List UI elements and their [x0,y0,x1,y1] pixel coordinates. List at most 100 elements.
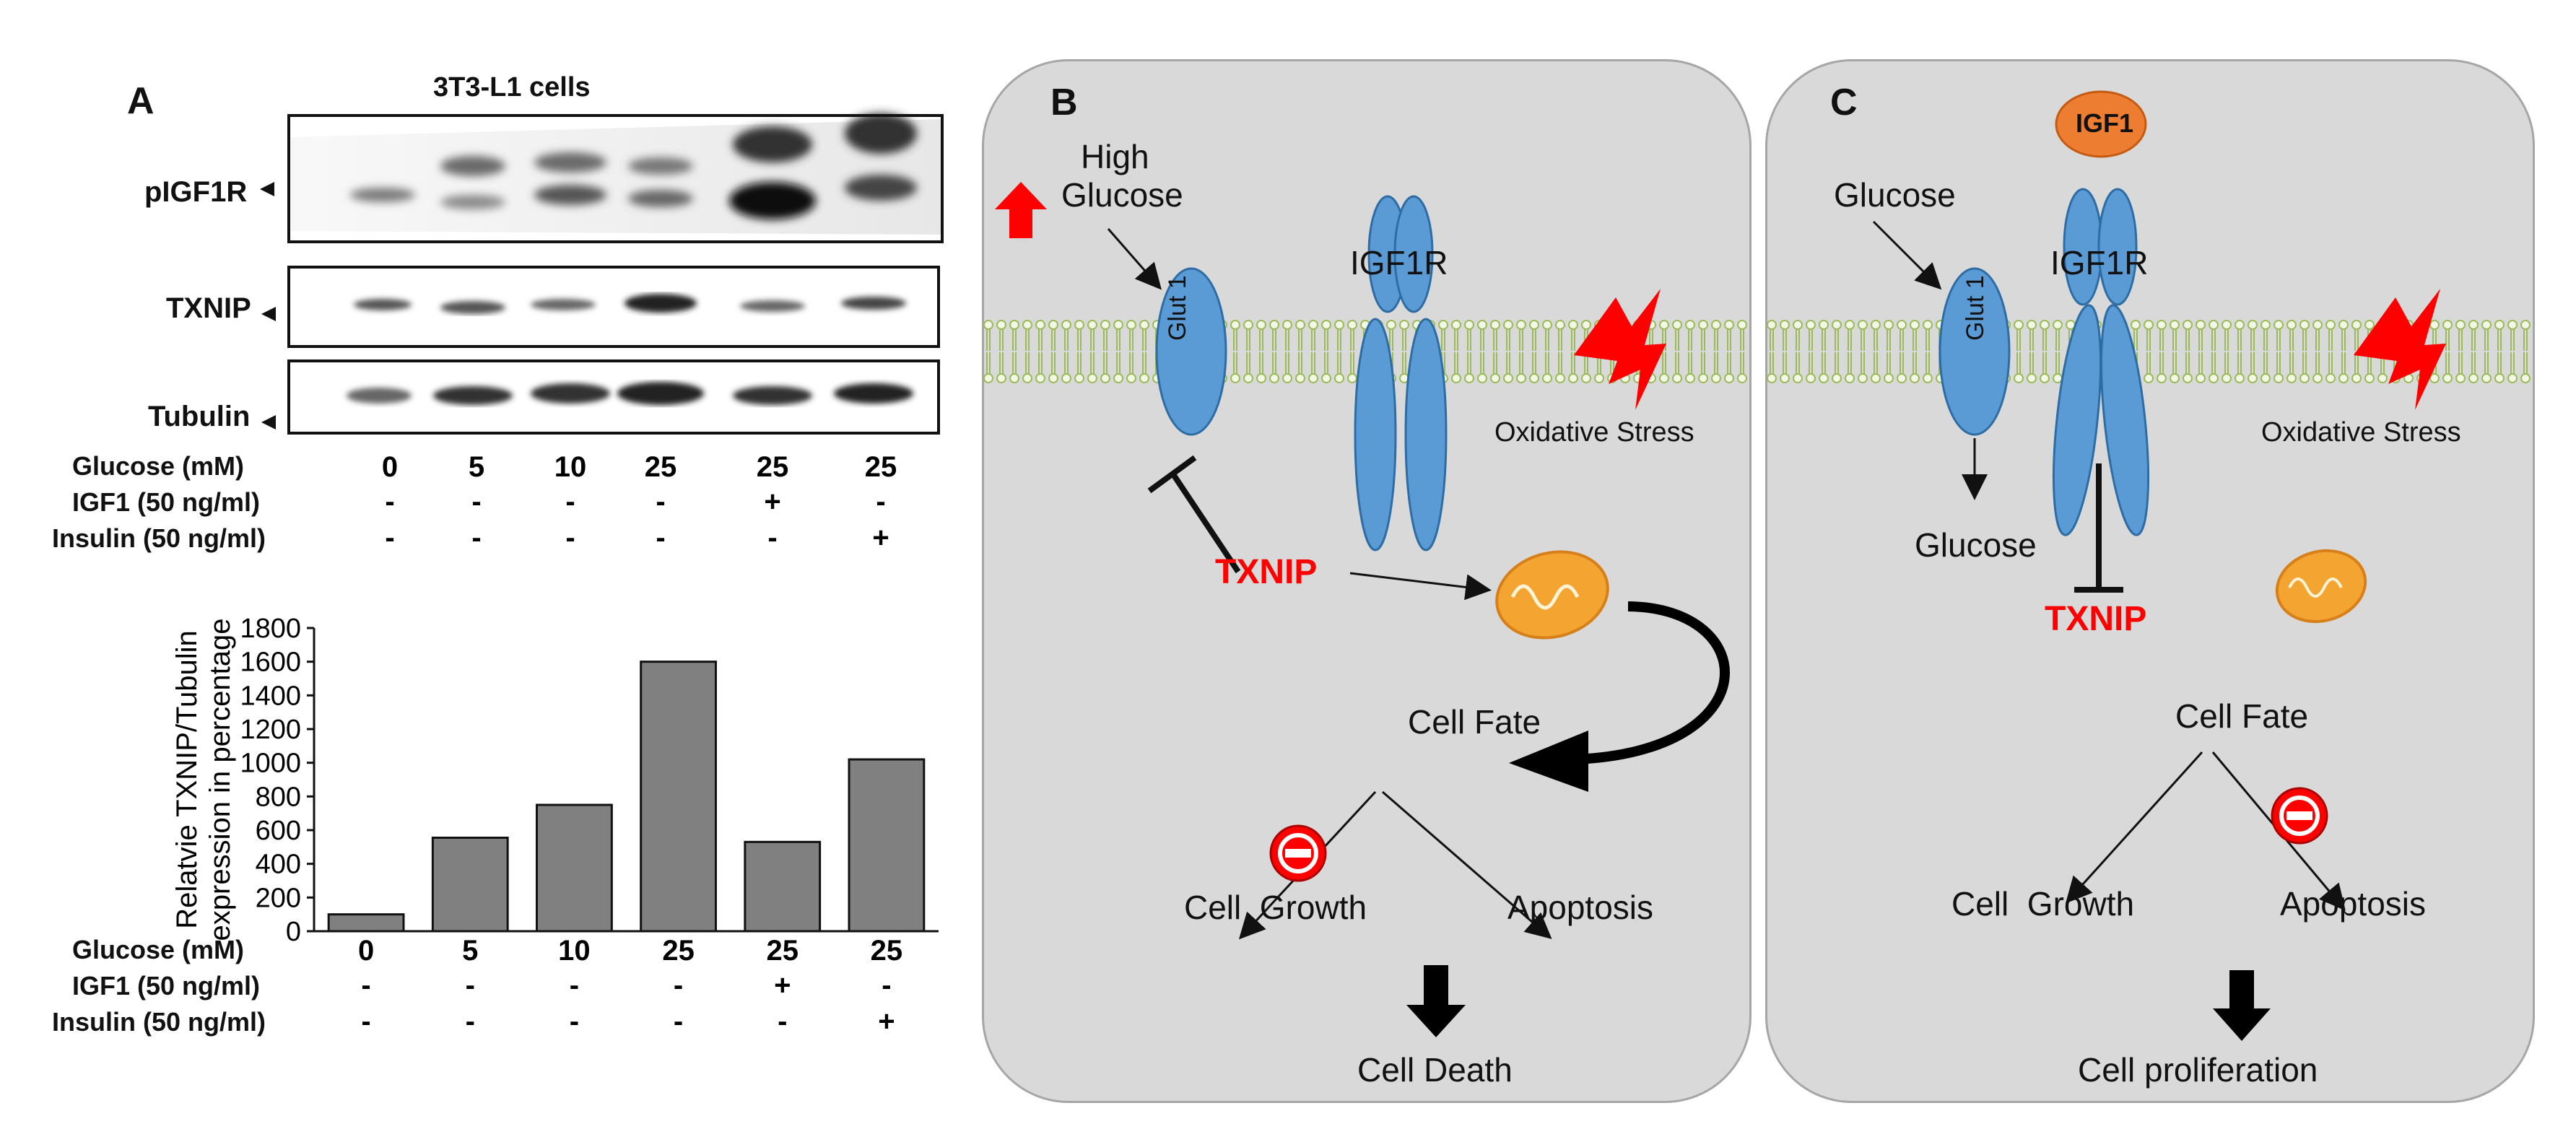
chart-glucose-value: 25 [662,935,695,967]
blot-igf1-value: + [764,486,780,518]
blot-igf1-value: - [385,486,394,518]
blot-glucose-value: 25 [645,451,677,483]
y-tick-label: 1000 [240,749,301,779]
bar [536,803,613,933]
blot-glucose-value: 0 [382,451,398,483]
b-outcome-label: Cell Death [1357,1051,1513,1089]
panel-c-background [1765,59,2535,1103]
b-apoptosis-label: Apoptosis [1507,889,1654,926]
y-tick-label: 1200 [240,715,301,745]
blot-igf1-value: - [471,486,481,518]
bar [744,840,822,933]
chart-glucose-label: Glucose (mM) [72,935,245,964]
blot-glucose-value: 25 [757,451,789,483]
blot-insulin-label: Insulin (50 ng/ml) [52,523,266,553]
no-entry-icon [1269,824,1327,882]
txnip-blot [287,266,940,348]
c-txnip-label: TXNIP [2045,600,2147,638]
y-tick-label: 800 [256,782,301,812]
lightning-icon [2354,289,2446,410]
blot-glucose-label: Glucose (mM) [72,451,245,481]
blot-igf1-value: - [876,486,885,518]
bar [640,661,717,933]
blot-glucose-value: 25 [865,451,897,483]
y-tick-label: 1600 [240,648,301,678]
chart-igf1-value: - [361,969,370,1001]
panel-a-letter: A [127,80,155,122]
curved-arrow [1573,601,1730,764]
y-tick-label: 0 [286,917,301,947]
no-entry-icon [2271,787,2328,845]
chart-insulin-label: Insulin (50 ng/ml) [52,1007,266,1037]
b-igf1r-label: IGF1R [1350,244,1448,282]
b-cell-fate-label: Cell Fate [1408,703,1541,741]
inhibition-line [1170,472,1241,574]
chart-igf1-value: - [570,969,579,1001]
igf1r-receptor [1354,195,1448,552]
c-igf1-label: IGF1 [2076,108,2134,138]
blot-igf1-value: - [656,486,665,518]
chart-igf1-value: - [674,969,683,1001]
blot-insulin-value: - [565,522,575,554]
b-glut1-label: Glut 1 [1164,275,1191,341]
western-blot [260,113,944,435]
panel-c-diagram [1765,90,2531,1041]
pigf1r-blot [287,113,944,243]
blot-insulin-value: + [872,522,889,554]
c-apoptosis-label: Apoptosis [2280,885,2427,923]
bar [327,913,405,933]
chart-igf1-value: - [466,969,475,1001]
c-igf1r-label: IGF1R [2050,244,2149,282]
panel-b-diagram [982,182,1747,1037]
c-oxidative-stress-label: Oxidative Stress [2261,417,2461,448]
chart-glucose-value: 10 [558,935,591,967]
blot-insulin-value: - [385,522,394,554]
bar [848,758,926,933]
panel-b-background [982,59,1752,1103]
chart-igf1-value: + [774,969,791,1001]
y-tick-label: 1800 [240,614,301,644]
y-tick-label: 600 [256,816,301,846]
chart-insulin-value: - [674,1006,683,1037]
b-glucose-label: Glucose [1061,176,1183,214]
panel-b-letter: B [1050,82,1078,123]
c-glucose-bottom-label: Glucose [1915,526,2037,564]
y-tick-label: 400 [256,850,301,880]
increase-arrow-icon [995,182,1047,238]
blot-label-tubulin: Tubulin [148,401,251,432]
blot-glucose-value: 10 [554,451,587,483]
b-txnip-label: TXNIP [1215,553,1318,591]
y-axis-label: Relatvie TXNIP/Tubulin [171,630,203,929]
y-axis-label: expression in percentage [204,619,236,941]
chart-glucose-value: 5 [462,935,478,967]
bar [431,837,509,933]
blot-glucose-value: 5 [469,451,484,483]
tubulin-blot [287,359,940,435]
blot-igf1-label: IGF1 (50 ng/ml) [72,487,261,517]
chart-insulin-value: + [878,1006,895,1037]
down-arrow-icon [2213,970,2271,1041]
mitochondrion-icon [2275,549,2367,624]
y-tick-label: 200 [256,883,301,913]
b-cell-growth-label: Cell Growth [1184,889,1367,926]
blot-igf1-value: - [565,486,575,518]
arrowhead [260,182,274,196]
c-glut1-label: Glut 1 [1962,275,1989,341]
chart-igf1-value: - [882,969,891,1001]
blot-insulin-value: - [767,522,777,554]
blot-title: 3T3-L1 cells [433,72,591,103]
blot-insulin-value: - [471,522,481,554]
panel-c-letter: C [1830,82,1858,123]
c-cell-growth-label: Cell Growth [1951,885,2135,923]
c-cell-fate-label: Cell Fate [2175,697,2309,735]
chart-insulin-value: - [570,1006,579,1037]
arrowhead [261,307,276,321]
arrowhead [261,415,276,430]
igf1-ligand [2055,90,2147,158]
chart-insulin-value: - [361,1006,370,1037]
y-tick-label: 1400 [240,681,301,711]
lightning-icon [1574,289,1666,410]
chart-insulin-value: - [466,1006,475,1037]
